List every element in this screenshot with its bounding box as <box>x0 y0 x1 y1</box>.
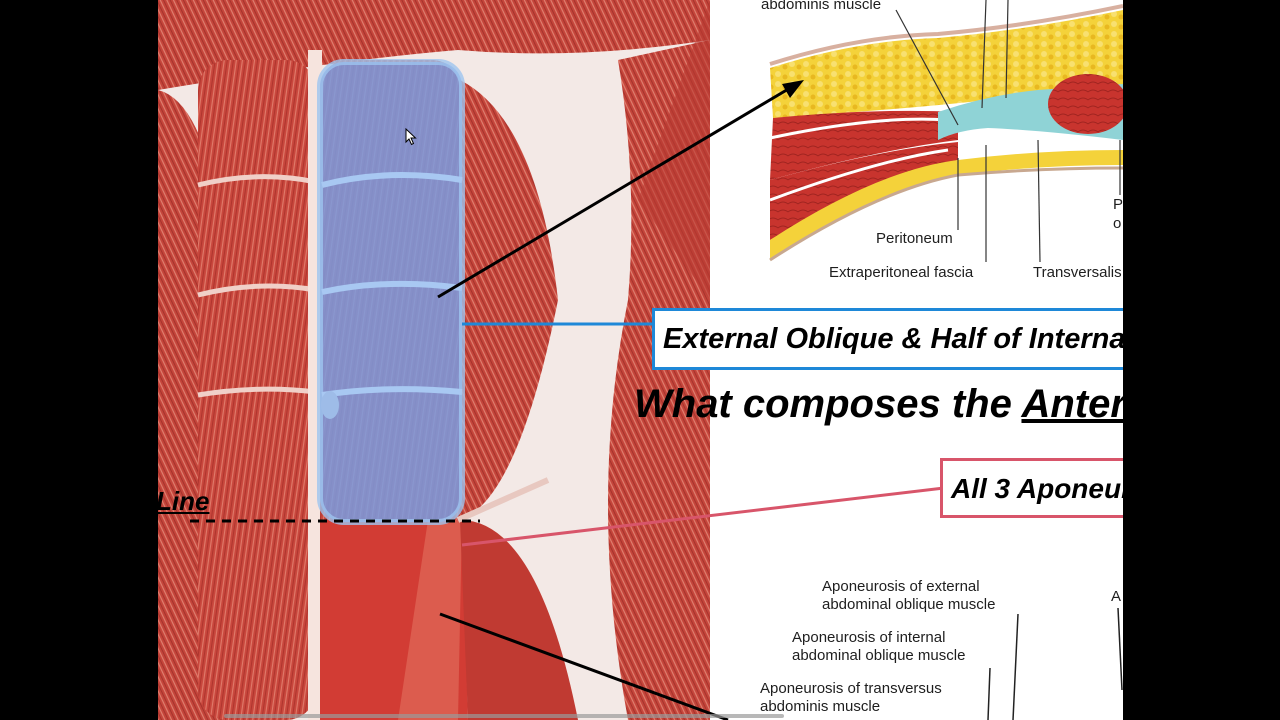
pointer-line-top <box>437 86 791 299</box>
label-peritoneum: Peritoneum <box>876 230 953 247</box>
label-aponeurosis-internal-1: Aponeurosis of internal <box>792 629 946 646</box>
label-edge-fragment-2: o <box>1113 215 1122 232</box>
label-aponeurosis-transversus-1: Aponeurosis of transversus <box>760 680 942 697</box>
label-extraperitoneal-fascia: Extraperitoneal fascia <box>829 264 974 281</box>
label-aponeurosis-external-2: abdominal oblique muscle <box>822 596 996 613</box>
label-edge-fragment-1: P <box>1113 196 1123 213</box>
question-underlined: Anterior <box>1021 382 1123 426</box>
question-prefix: What composes the <box>634 382 1022 426</box>
label-aponeurosis-external-1: Aponeurosis of external <box>822 578 980 595</box>
red-connector <box>461 486 945 547</box>
question-heading: What composes the Anterior <box>634 382 1123 427</box>
label-aponeurosis-transversus-2: abdominis muscle <box>760 698 881 715</box>
abdominal-muscles-drawing <box>158 0 710 720</box>
callout-external-oblique: External Oblique & Half of Internal <box>652 308 1123 370</box>
rectus-sheath-overlay <box>317 59 465 525</box>
rectus-sheath-cross-section <box>710 0 1123 305</box>
pointer-line-bottom <box>439 612 729 720</box>
label-transversalis: Transversalis <box>1033 264 1122 281</box>
anatomy-illustration <box>158 0 1123 720</box>
label-aponeurosis-internal-2: abdominal oblique muscle <box>792 647 966 664</box>
side-label-line: Line <box>158 486 210 516</box>
horizontal-scrollbar[interactable] <box>224 714 784 718</box>
slide-canvas: abdominis muscle Peritoneum Extraperiton… <box>158 0 1123 720</box>
callout-all-aponeuroses: All 3 Aponeuroses <box>940 458 1123 518</box>
arrowhead-icon <box>782 80 804 98</box>
label-abdominis-muscle: abdominis muscle <box>761 0 882 13</box>
aponeurosis-leaders <box>987 607 1123 720</box>
cursor-arrow-icon <box>405 128 417 146</box>
left-rectus-abdominis <box>197 60 317 720</box>
label-aponeurosis-edge-fragment: A <box>1111 588 1122 605</box>
